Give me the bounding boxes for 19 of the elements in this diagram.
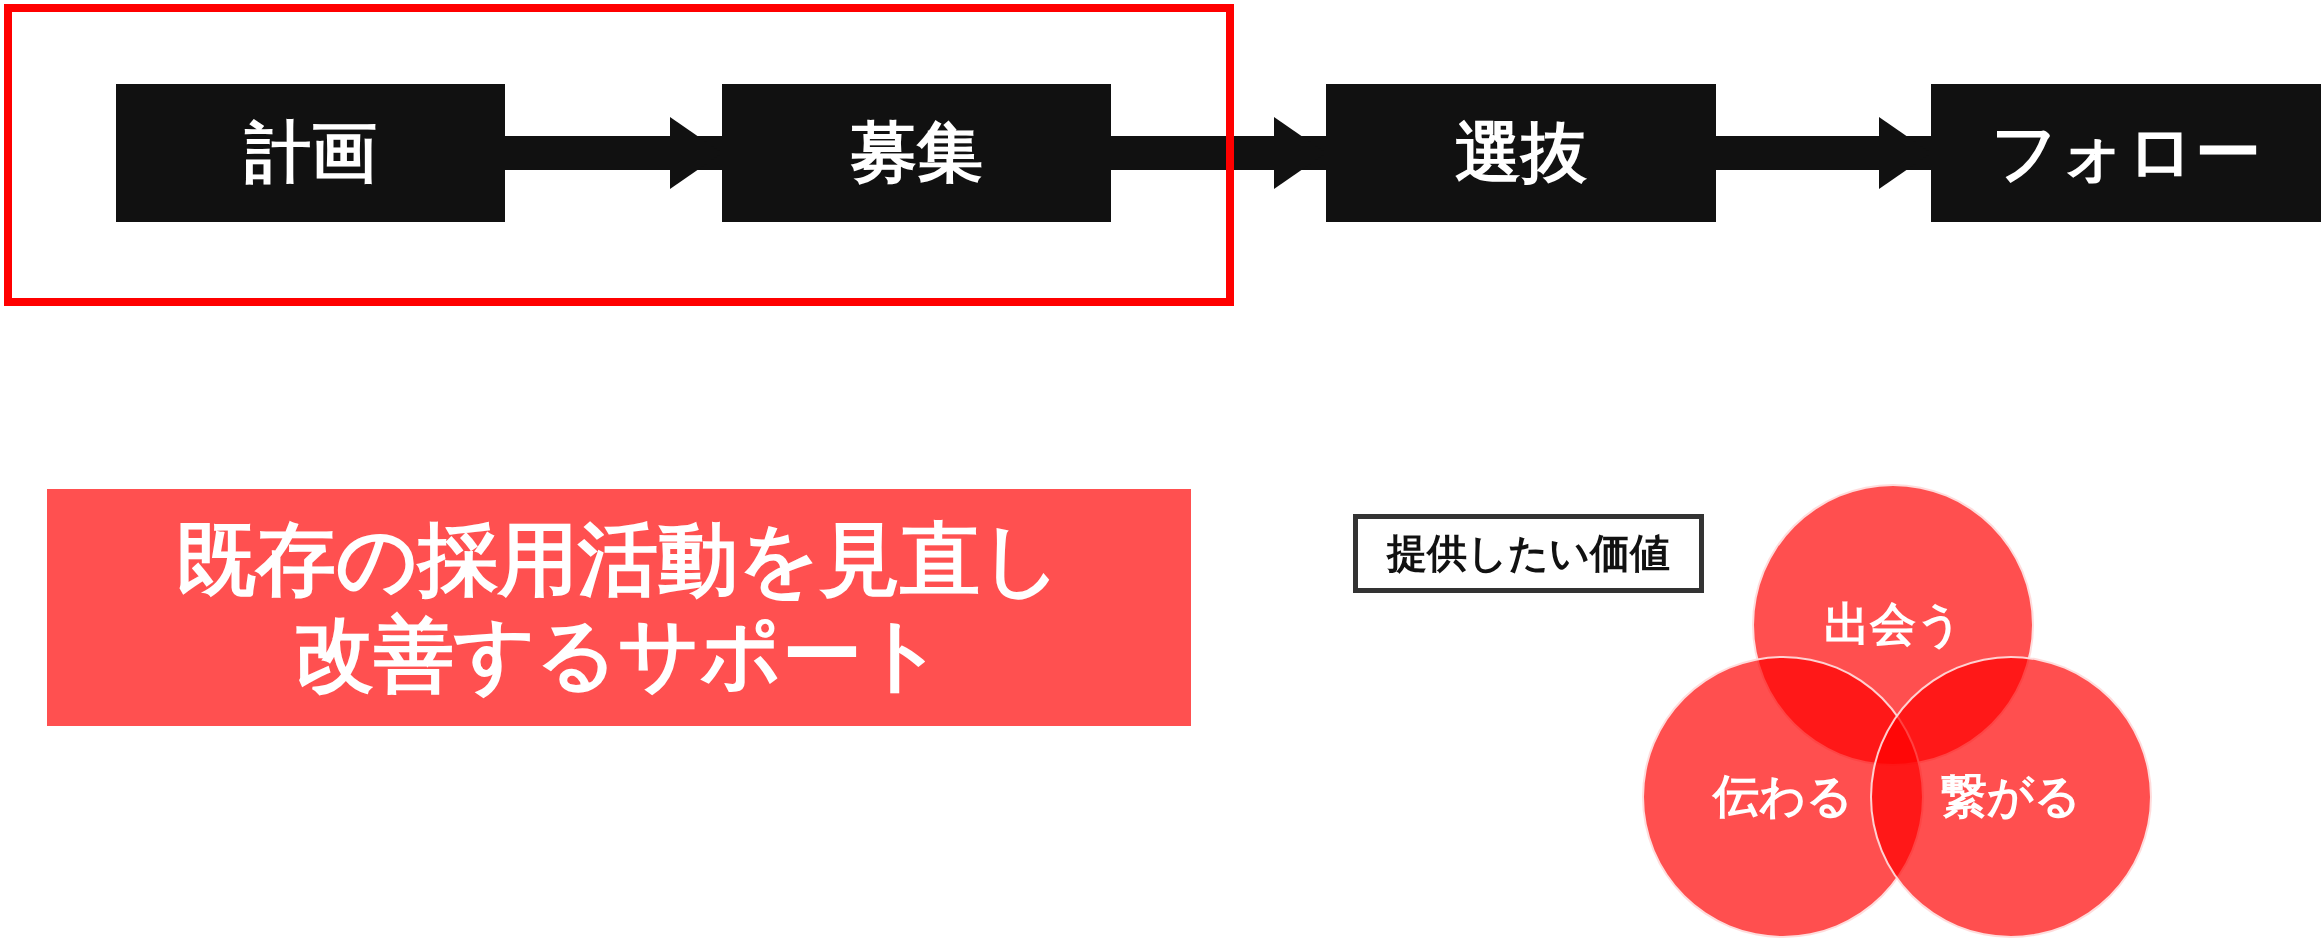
step-box <box>722 84 1111 222</box>
circle-label: 出会う <box>1823 596 1963 653</box>
step-box <box>1931 84 2321 222</box>
banner <box>47 489 1191 726</box>
circle-label: 繋がる <box>1941 768 2081 825</box>
heading-text: 提供したい価値 <box>1387 529 1670 578</box>
step-label: 募集 <box>850 113 983 193</box>
step-label: 選抜 <box>1455 113 1587 193</box>
step-box <box>1326 84 1716 222</box>
heading-box <box>1353 514 1704 593</box>
step-label: フォロー <box>1991 113 2261 193</box>
arrow <box>1111 117 1326 189</box>
step-label: 計画 <box>244 113 377 193</box>
circle-label: 伝わる <box>1713 768 1853 825</box>
arrow <box>1716 117 1931 189</box>
highlight-frame <box>4 4 1234 306</box>
step-box <box>116 84 505 222</box>
banner-text: 既存の採用活動を見直し改善するサポート <box>175 513 1063 702</box>
arrow <box>505 117 722 189</box>
